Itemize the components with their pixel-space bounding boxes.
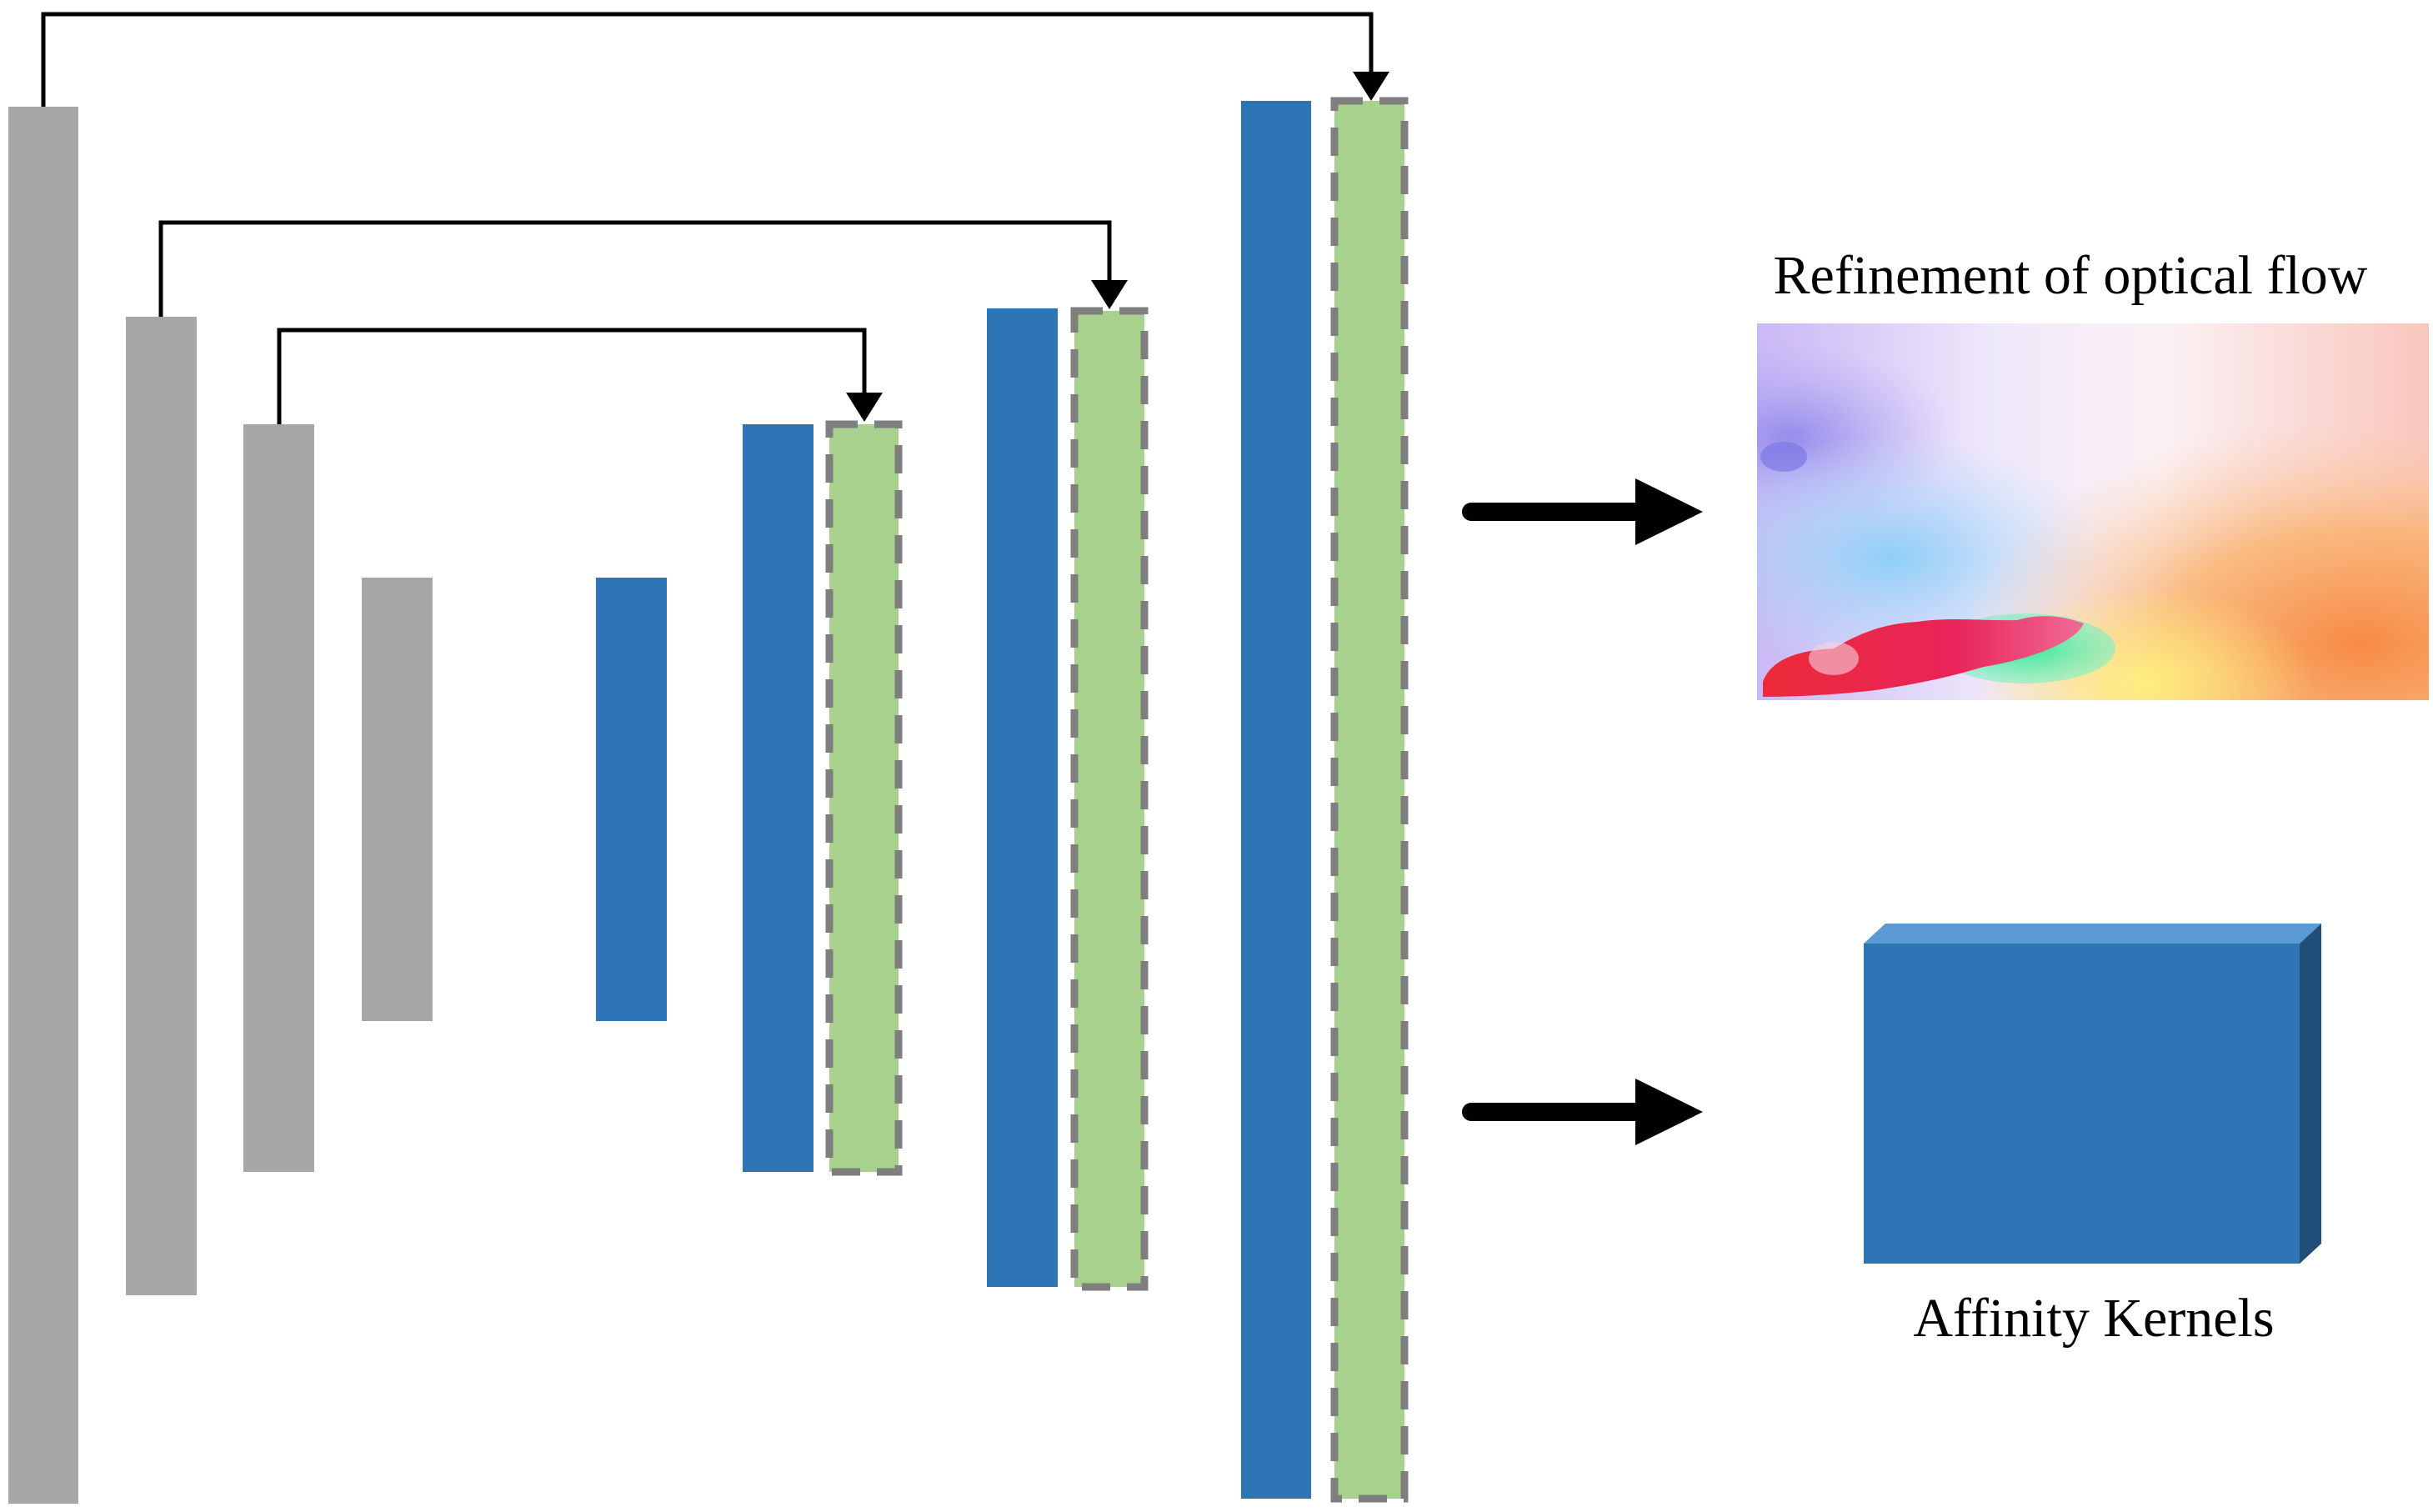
skip-connection-arrow-1: [41, 12, 1389, 107]
kernel-box: [1864, 924, 2321, 1264]
encoder-block-1: [8, 107, 78, 1504]
encoder-block-4: [362, 578, 433, 1021]
optical-flow-map: [1757, 323, 2429, 700]
optical-flow-label: Refinement of optical flow: [1774, 245, 2368, 306]
skip-feature-block-3: [1330, 97, 1409, 1503]
decoder-block-4: [1241, 101, 1311, 1499]
skip-feature-block-1: [825, 420, 903, 1176]
skip-connection-arrow-2: [158, 220, 1128, 317]
decoder-block-2: [743, 424, 814, 1172]
skip-connection-arrow-3: [277, 328, 883, 424]
decoder-block-3: [987, 308, 1058, 1287]
output-arrow-flow: [1462, 478, 1703, 545]
encoder-block-2: [126, 317, 197, 1295]
encoder-block-3: [243, 424, 314, 1172]
decoder-block-1: [596, 578, 667, 1021]
output-arrow-kernels: [1462, 1079, 1703, 1145]
affinity-kernels-label: Affinity Kernels: [1913, 1288, 2274, 1349]
skip-feature-block-2: [1070, 307, 1149, 1291]
